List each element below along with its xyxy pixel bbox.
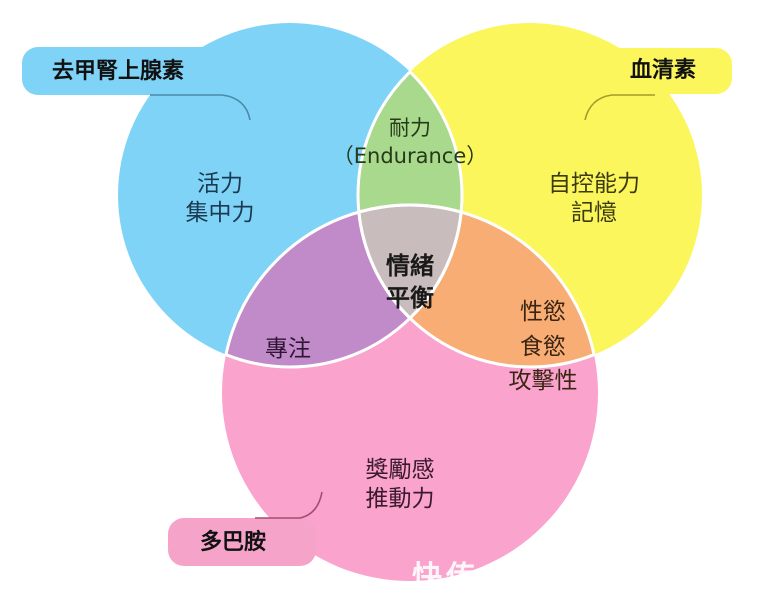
tag-norepinephrine: 去甲腎上腺素	[52, 59, 185, 84]
label-line: 情緒	[386, 252, 434, 280]
region-yellow-pink	[358, 205, 598, 367]
tag-bg-serotonin	[600, 48, 732, 94]
tag-serotonin: 血清素	[630, 58, 697, 83]
tag-bg-norepinephrine	[22, 47, 250, 95]
label-line: 性慾	[520, 299, 566, 325]
tag-bg-dopamine	[168, 518, 316, 566]
label-line: （Endurance）	[332, 144, 488, 169]
label-line: 記憶	[571, 200, 617, 227]
label-line: 平衡	[386, 284, 434, 313]
region-blue-pink	[222, 205, 462, 367]
label-line: 活力	[197, 171, 243, 197]
label-desires: 性慾 食慾 攻擊性	[488, 295, 598, 399]
watermark: 快传	[412, 560, 480, 595]
label-line: 耐力	[389, 116, 431, 140]
label-line: 獎勵感	[365, 457, 435, 483]
label-focus: 專注	[248, 335, 328, 364]
tag-curve-norepinephrine	[150, 94, 251, 121]
tag-curve-serotonin	[584, 94, 655, 121]
tag-dopamine: 多巴胺	[200, 530, 267, 555]
label-emotional-balance: 情緒 平衡	[360, 250, 460, 315]
label-line: 食慾	[520, 333, 566, 360]
tag-curve-dopamine	[255, 491, 323, 519]
label-line: 集中力	[185, 200, 255, 227]
label-line: 專注	[265, 336, 311, 362]
label-norepinephrine: 活力 集中力	[170, 170, 270, 229]
label-line: 攻擊性	[508, 368, 578, 394]
label-endurance: 耐力 （Endurance）	[320, 114, 500, 171]
label-serotonin: 自控能力 記憶	[534, 170, 654, 229]
label-line: 推動力	[365, 486, 435, 513]
label-dopamine: 獎勵感 推動力	[345, 456, 455, 515]
label-line: 自控能力	[548, 171, 640, 197]
